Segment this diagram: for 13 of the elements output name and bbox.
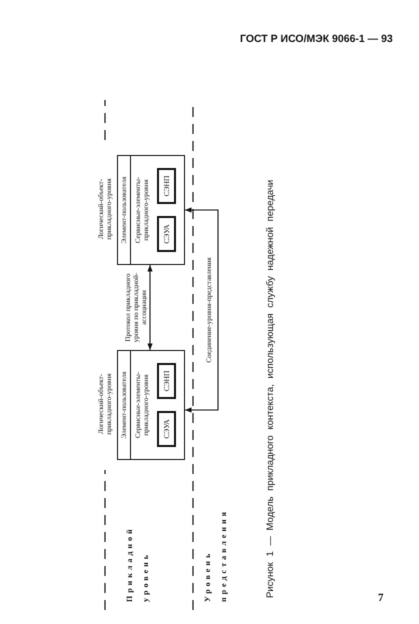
header-band [118, 351, 131, 459]
connector-arrow [147, 265, 153, 350]
element-box [157, 363, 176, 399]
element-box [157, 216, 176, 252]
layer-label: Прикладной уровень [124, 525, 151, 602]
page-number: 7 [378, 592, 384, 604]
layer-label: Уровень представления [202, 508, 229, 602]
page-header: ГОСТ Р ИСО/МЭК 9066-1 — 93 [240, 33, 393, 45]
connector-arrow [185, 207, 219, 413]
figure-caption: Рисунок 1 — Модель прикладного контекста, использующая службу надежной передачи [265, 178, 276, 598]
element-box [157, 168, 176, 204]
header-band [118, 156, 131, 264]
element-box [157, 411, 176, 447]
